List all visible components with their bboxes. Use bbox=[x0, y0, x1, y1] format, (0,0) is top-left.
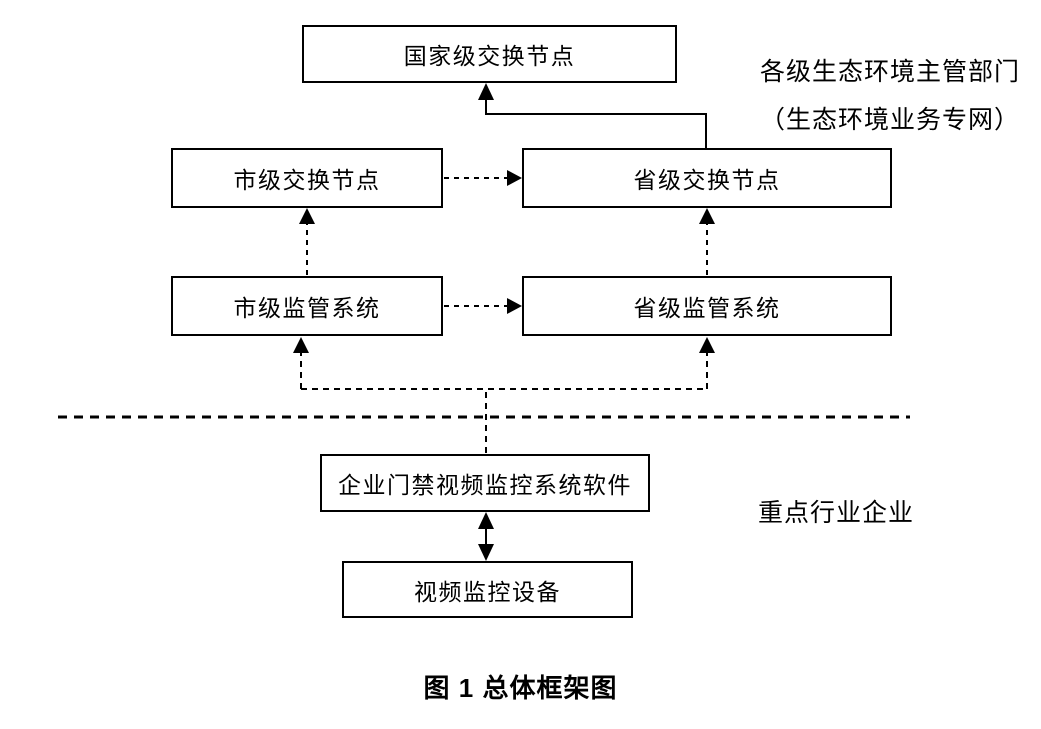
node-city-supervision-label: 市级监管系统 bbox=[233, 296, 381, 321]
zone-label-government-line2: （生态环境业务专网） bbox=[759, 107, 1020, 134]
zone-label-government-line1: 各级生态环境主管部门 bbox=[759, 59, 1020, 86]
arrow-city-supervision-to-provincial-supervision bbox=[444, 298, 522, 314]
node-city-exchange: 市级交换节点 bbox=[171, 148, 443, 208]
connector-enterprise-software-to-supervision-systems bbox=[293, 337, 715, 453]
node-provincial-exchange: 省级交换节点 bbox=[522, 148, 892, 208]
node-enterprise-software: 企业门禁视频监控系统软件 bbox=[320, 454, 650, 512]
arrow-enterprise-software-video-device-bidirectional bbox=[478, 512, 494, 561]
node-city-exchange-label: 市级交换节点 bbox=[233, 168, 381, 193]
node-city-supervision: 市级监管系统 bbox=[171, 276, 443, 336]
node-video-device: 视频监控设备 bbox=[342, 561, 633, 618]
node-provincial-supervision: 省级监管系统 bbox=[522, 276, 892, 336]
figure-caption: 图 1 总体框架图 bbox=[423, 673, 618, 703]
node-enterprise-software-label: 企业门禁视频监控系统软件 bbox=[338, 473, 632, 498]
connector-provincial-exchange-to-national-exchange bbox=[478, 83, 707, 148]
arrow-city-supervision-to-city-exchange bbox=[299, 208, 315, 275]
node-national-exchange-label: 国家级交换节点 bbox=[403, 44, 576, 69]
node-national-exchange: 国家级交换节点 bbox=[302, 25, 677, 83]
node-video-device-label: 视频监控设备 bbox=[414, 579, 561, 605]
node-provincial-exchange-label: 省级交换节点 bbox=[633, 168, 781, 193]
arrow-city-exchange-to-provincial-exchange bbox=[444, 170, 522, 186]
arrow-provincial-supervision-to-provincial-exchange bbox=[699, 208, 715, 275]
node-provincial-supervision-label: 省级监管系统 bbox=[633, 296, 781, 321]
zone-label-enterprise: 重点行业企业 bbox=[758, 500, 915, 527]
